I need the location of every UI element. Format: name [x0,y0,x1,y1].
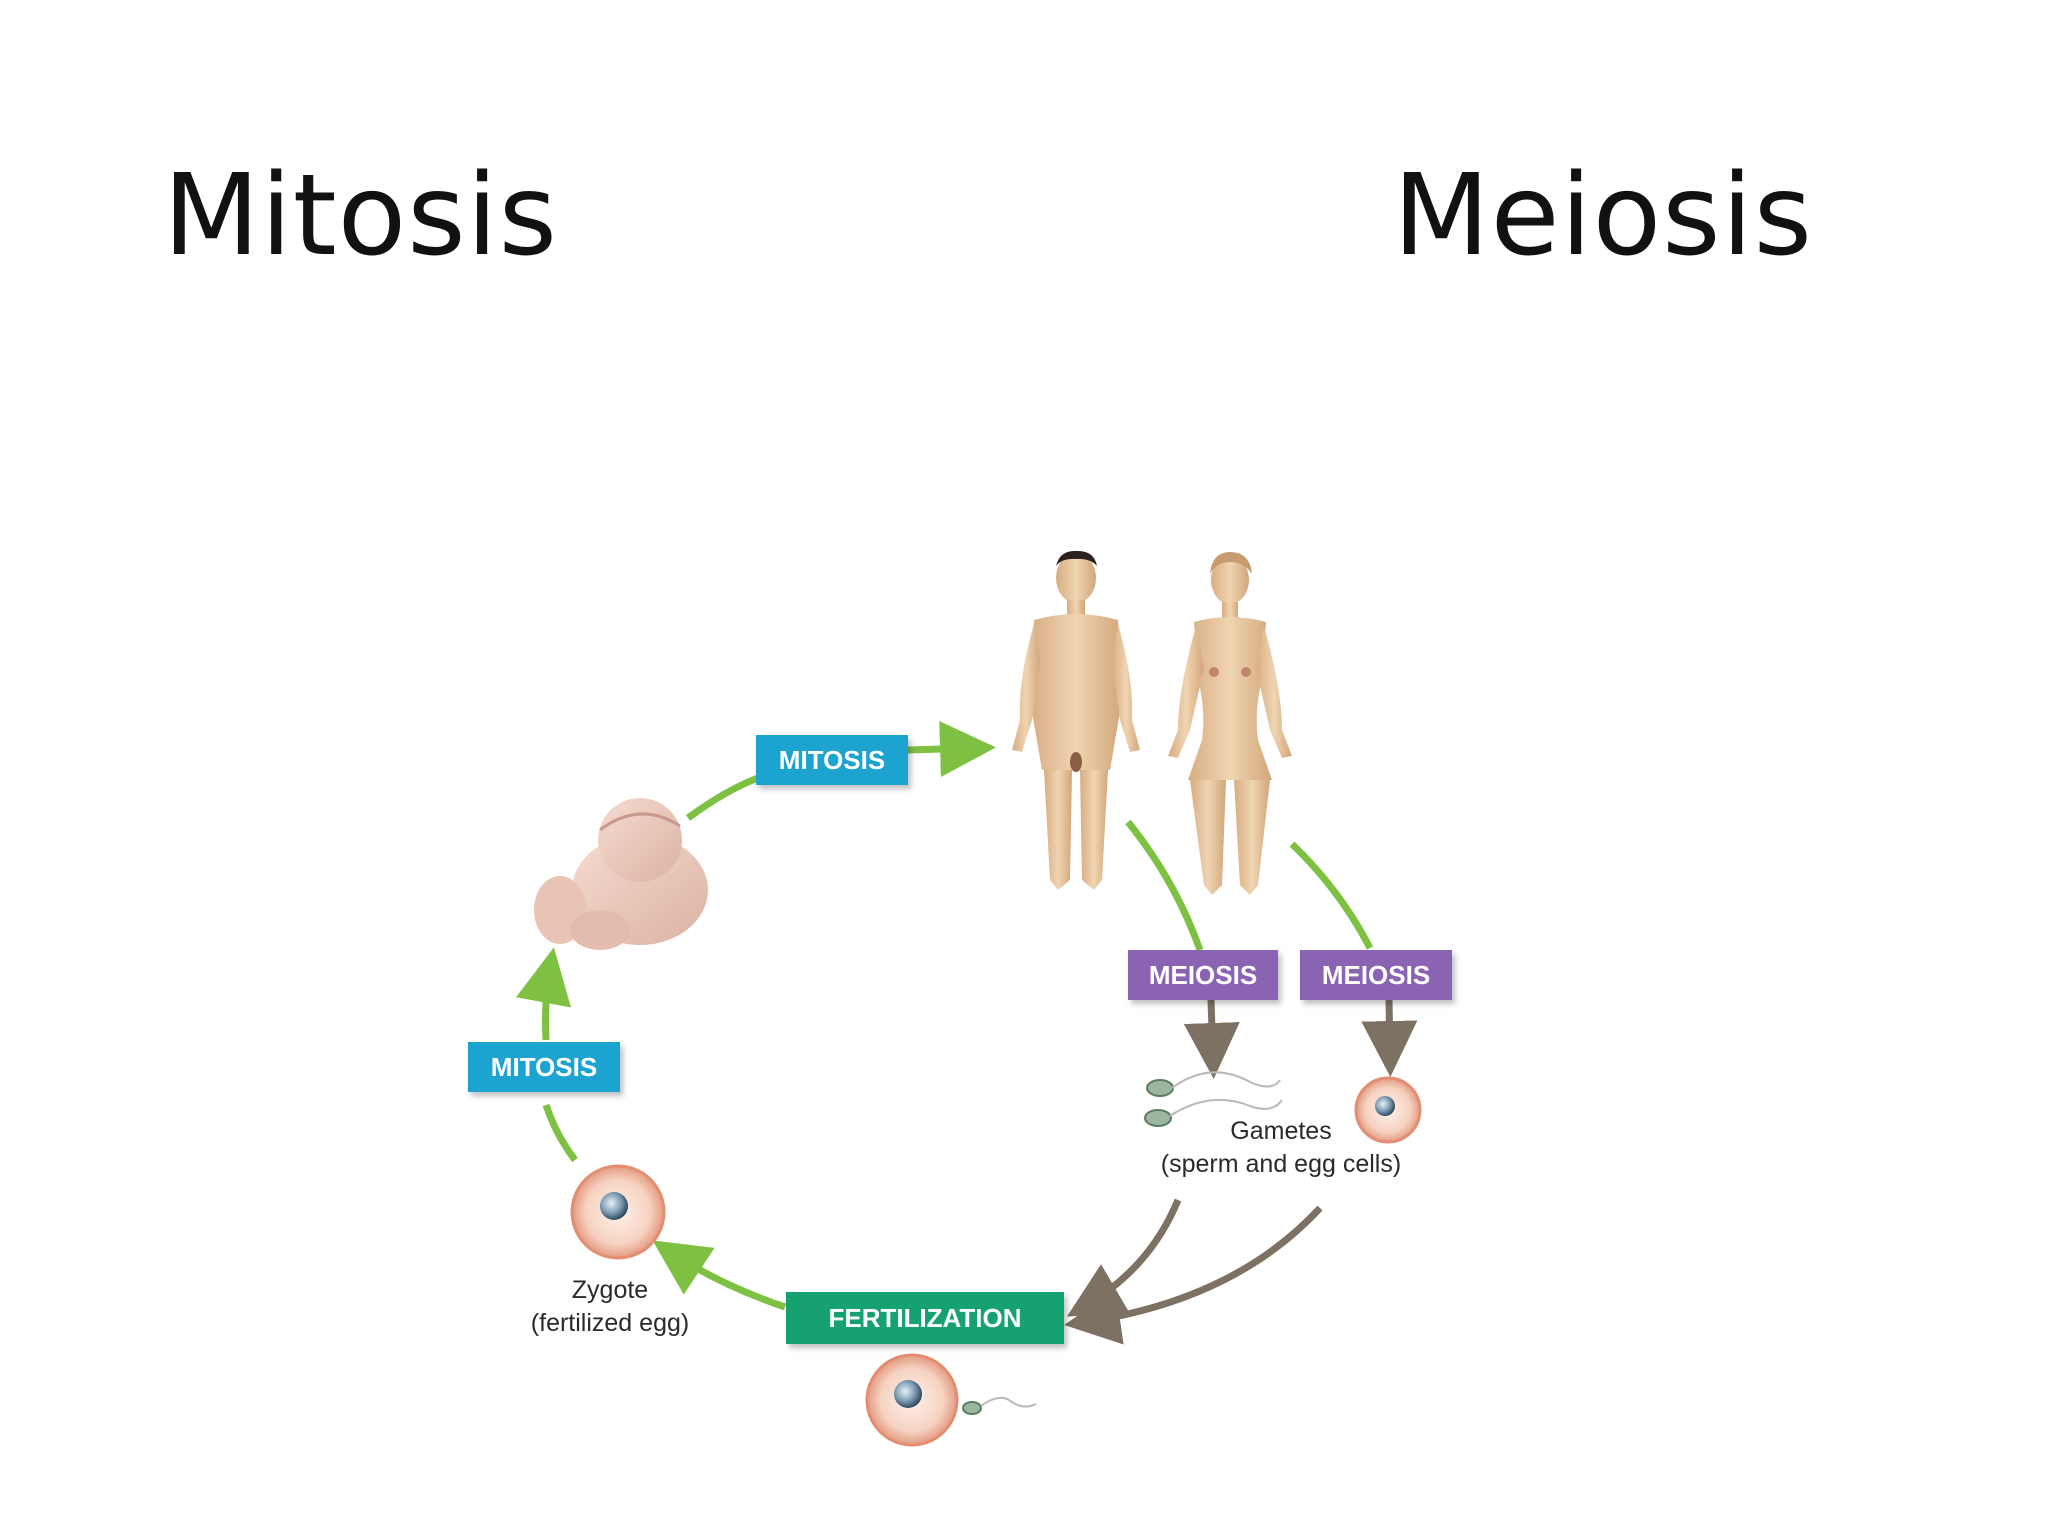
arrow-fertilization-to-zygote [652,1240,787,1311]
zygote-caption-line1: Zygote [572,1276,648,1304]
zygote-icon [570,1164,666,1260]
arrow-baby-to-mitosis [685,774,760,821]
title-meiosis: Meiosis [1393,151,1813,281]
zygote-caption-line2: (fertilized egg) [531,1309,689,1337]
mitosis-label-left: MITOSIS [491,1052,597,1082]
arrow-female-to-meiosis [1289,841,1374,950]
mitosis-label-top: MITOSIS [779,745,885,775]
gametes-caption-line1: Gametes [1230,1117,1331,1145]
meiosis-label-female-box [1300,950,1452,1000]
sperm-icon [1144,1071,1283,1127]
fertilization-label: FERTILIZATION [828,1303,1021,1333]
fertilization-cell-icon [865,1353,1037,1447]
meiosis-label-female: MEIOSIS [1322,960,1430,990]
female-figure-icon [1168,552,1292,895]
fertilization-label-box [786,1292,1064,1344]
gametes-caption-line2: (sperm and egg cells) [1161,1150,1401,1178]
arrow-egg-to-fertilization [1064,1205,1323,1345]
male-figure-icon [1012,550,1140,890]
baby-icon [534,798,708,950]
arrow-meiosis-to-egg [1361,999,1418,1077]
arrow-mitosis-to-adults [907,721,996,778]
meiosis-label-male-box [1128,950,1278,1000]
mitosis-label-left-box [468,1042,620,1092]
arrow-meiosis-to-sperm [1183,999,1240,1079]
egg-cell-icon [1354,1076,1422,1144]
title-mitosis: Mitosis [163,151,559,281]
arrow-sperm-to-fertilization [1066,1198,1182,1317]
mitosis-label-top-box [756,735,908,785]
meiosis-label-male: MEIOSIS [1149,960,1257,990]
arrow-zygote-to-mitosis [542,1103,578,1163]
arrow-mitosis-to-baby [516,947,572,1041]
arrow-male-to-meiosis [1125,819,1204,952]
